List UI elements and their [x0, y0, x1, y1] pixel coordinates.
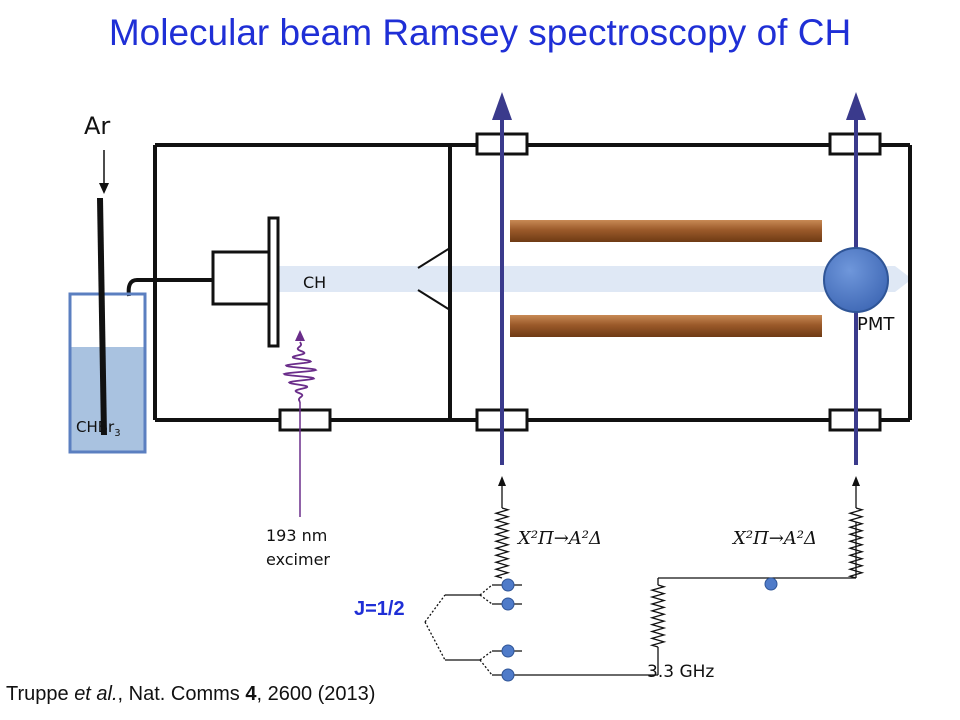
- argon-label: Ar: [84, 112, 111, 140]
- bubbler-dip-tube: [97, 197, 107, 436]
- slide-title: Molecular beam Ramsey spectroscopy of CH: [108, 12, 852, 53]
- skimmer: [417, 247, 451, 311]
- chbr3-label: CHBr3: [76, 418, 121, 439]
- bubbler-liquid: [70, 347, 145, 452]
- laser-arrow-left: [492, 92, 512, 120]
- citation: Truppe et al., Nat. Comms 4, 2600 (2013): [6, 683, 376, 705]
- bubbler-vessel: [68, 292, 147, 454]
- molecular-beam: [275, 266, 912, 292]
- pmt-label: PMT: [857, 314, 895, 335]
- frequency-label: 3.3 GHz: [647, 662, 715, 682]
- level-populations: [501, 577, 778, 682]
- argon-inlet-arrowhead: [99, 183, 109, 194]
- field-plate-bottom: [510, 315, 822, 337]
- j-level-label: J=1/2: [354, 598, 405, 620]
- microwave-coil: [649, 584, 667, 648]
- transition-label-left: X²Π→A²Δ: [518, 528, 603, 549]
- field-plate-top: [510, 220, 822, 242]
- pulsed-valve: [211, 216, 280, 348]
- excimer-arrow: [295, 330, 305, 341]
- pmt-detector: [823, 247, 889, 313]
- laser-arrow-right: [846, 92, 866, 120]
- ch-beam-label: CH: [303, 273, 327, 292]
- transition-label-right: X²Π→A²Δ: [733, 528, 818, 549]
- rf-coil-left: [493, 507, 511, 579]
- excimer-wave: [282, 341, 318, 403]
- rf-input-left: [493, 476, 511, 579]
